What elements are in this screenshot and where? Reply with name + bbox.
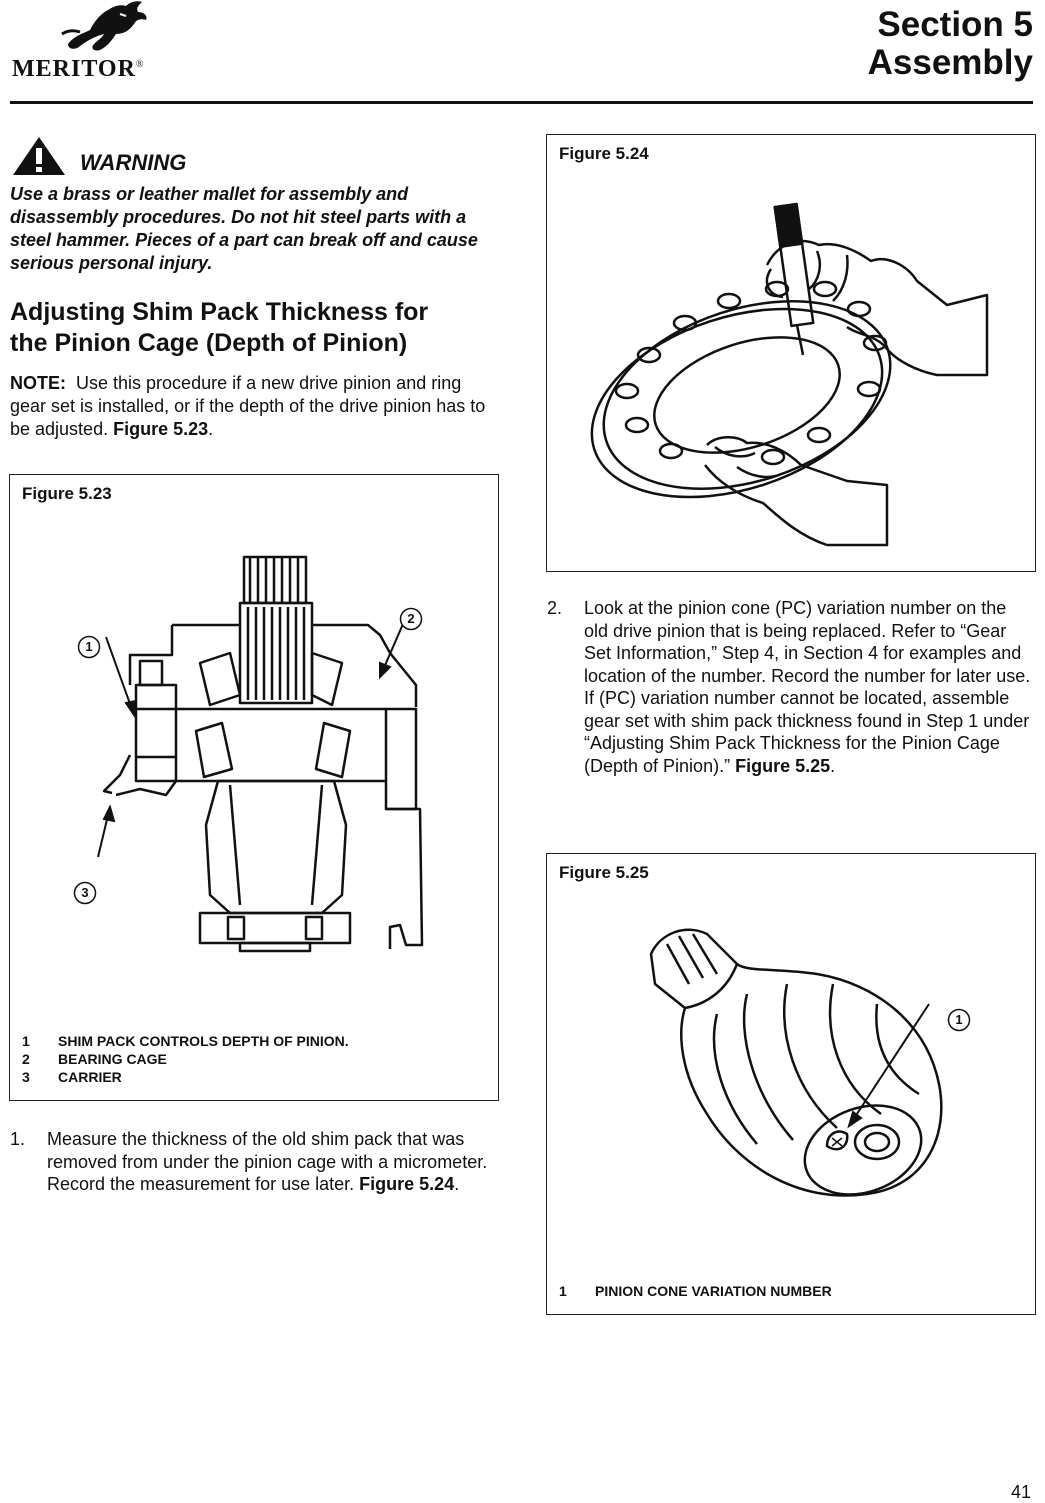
step-figure-ref[interactable]: Figure 5.25 [735, 755, 831, 776]
bull-logo-icon [61, 1, 147, 51]
step-text: Measure the thickness of the old shim pa… [47, 1129, 488, 1194]
section-name: Assembly [867, 43, 1033, 82]
procedure-heading: Adjusting Shim Pack Thickness for the Pi… [10, 297, 500, 359]
callout-1: 1 [947, 1008, 971, 1037]
brand-name: MERITOR [12, 56, 136, 82]
meritor-logo: MERITOR® [10, 0, 220, 90]
note-label: NOTE: [10, 373, 66, 393]
registered-mark: ® [135, 59, 145, 70]
note-figure-ref[interactable]: Figure 5.23 [113, 419, 209, 439]
figure-5-23: Figure 5.23 [9, 474, 499, 1101]
header-rule [10, 101, 1033, 104]
warning-text: Use a brass or leather mallet for assemb… [10, 184, 478, 273]
step-number: 2. [547, 598, 563, 618]
step-2: 2. Look at the pinion cone (PC) variatio… [547, 598, 1031, 776]
figure-label: Figure 5.25 [559, 863, 649, 882]
micrometer-measuring-illustration [590, 202, 989, 547]
drive-pinion-illustration [649, 928, 943, 1197]
step-1: 1. Measure the thickness of the old shim… [10, 1129, 488, 1194]
warning-header: WARNING [12, 136, 492, 178]
warning-title: WARNING [80, 150, 187, 175]
step-text: Look at the pinion cone (PC) variation n… [584, 598, 1031, 776]
step-number: 1. [10, 1129, 26, 1149]
figure-label: Figure 5.24 [559, 144, 649, 163]
figure-label: Figure 5.23 [22, 484, 112, 503]
heading-line-2: the Pinion Cage (Depth of Pinion) [10, 329, 408, 357]
note-text: Use this procedure if a new drive pinion… [10, 373, 486, 439]
note-paragraph: NOTE: Use this procedure if a new drive … [10, 373, 486, 439]
section-number: Section 5 [877, 5, 1033, 44]
page-number: 41 [1010, 1482, 1031, 1502]
warning-triangle-icon [13, 137, 65, 175]
heading-line-1: Adjusting Shim Pack Thickness for [10, 298, 429, 326]
section-title: Section 5 Assembly [868, 6, 1033, 82]
callout-2: 2 [399, 607, 423, 636]
step-figure-ref[interactable]: Figure 5.24 [359, 1174, 455, 1194]
figure-5-24: Figure 5.24 [546, 134, 1036, 572]
callout-1: 1 [77, 635, 101, 664]
callout-3: 3 [73, 881, 97, 910]
pinion-cage-illustration [97, 555, 424, 953]
